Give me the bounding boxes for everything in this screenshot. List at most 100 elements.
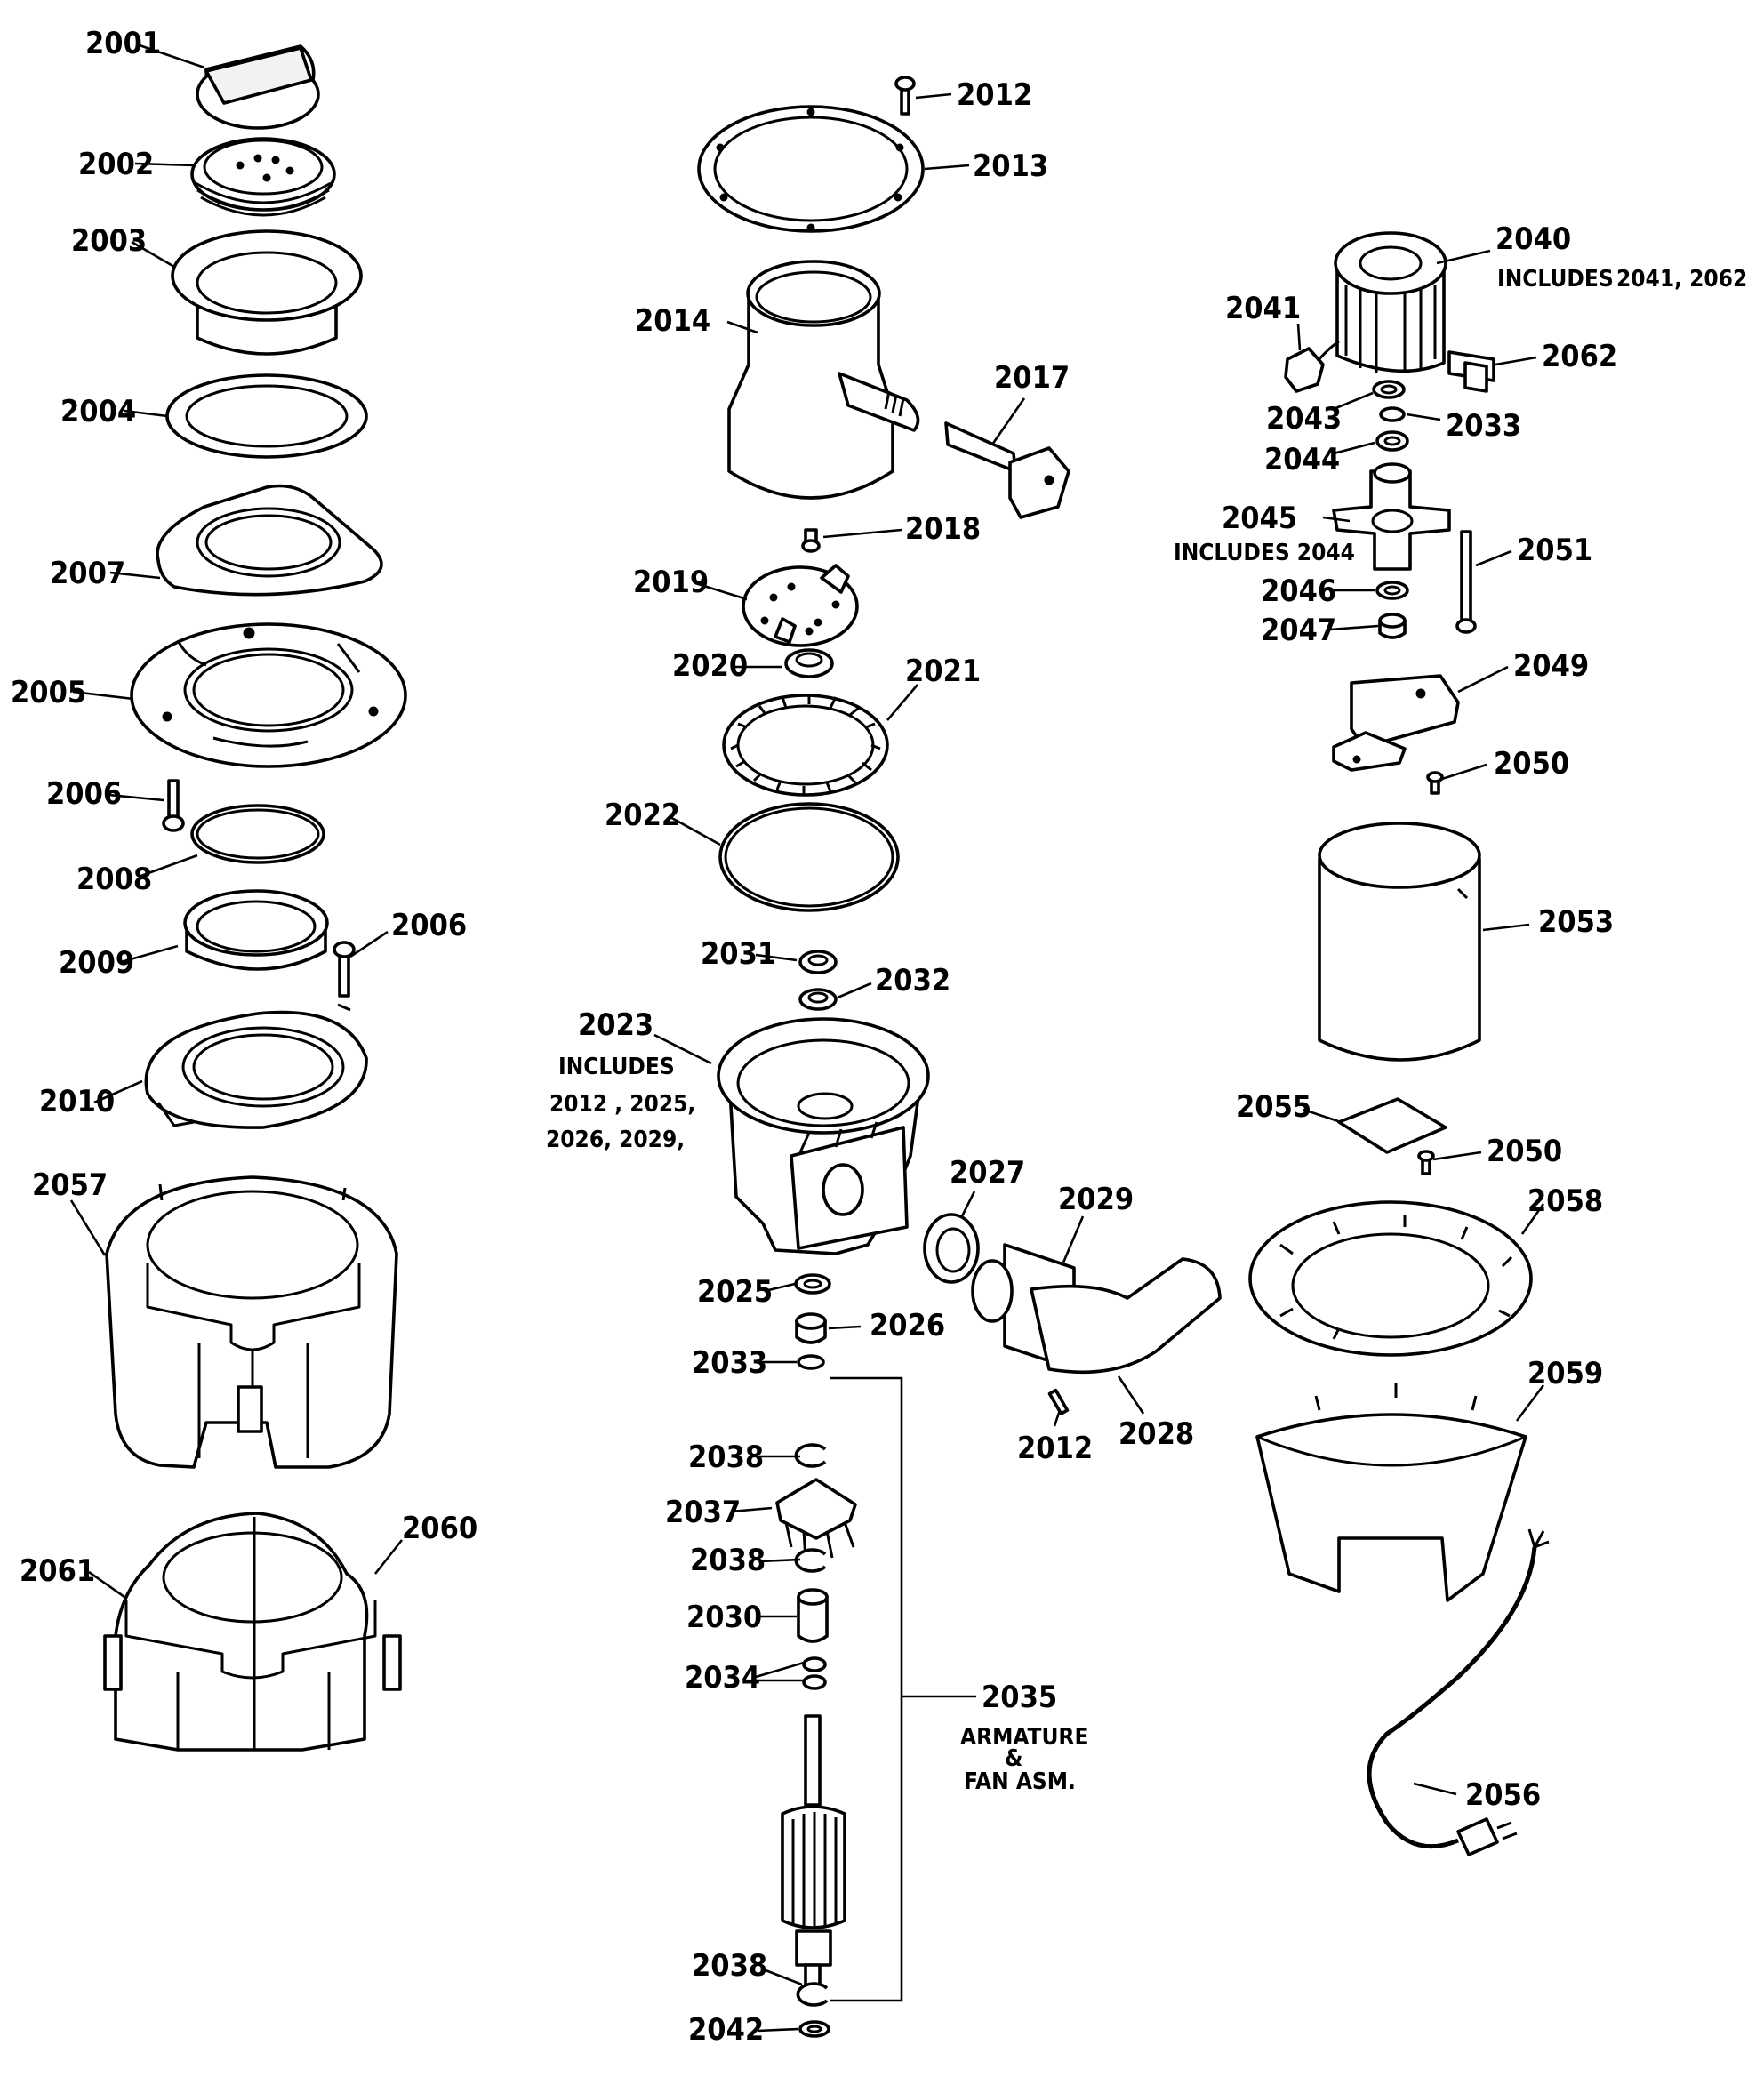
label-2038-b: 2038 xyxy=(690,1543,766,1578)
part-2026-bushing xyxy=(795,1312,827,1344)
label-2059: 2059 xyxy=(1527,1356,1603,1391)
part-2014-hopper xyxy=(727,260,920,500)
label-2033-b: 2033 xyxy=(1446,408,1521,444)
label-2012-a: 2012 xyxy=(957,77,1032,113)
part-2055-cover-plate xyxy=(1337,1097,1447,1154)
part-2012-screw-top xyxy=(894,76,916,116)
part-2007-backup-flange xyxy=(156,484,383,597)
part-2031-seal xyxy=(798,950,838,974)
part-2040-stator xyxy=(1334,231,1447,373)
part-2002-strainer xyxy=(190,137,336,217)
note-2035-amp: & xyxy=(1005,1745,1022,1772)
label-2047: 2047 xyxy=(1261,613,1336,648)
label-2055: 2055 xyxy=(1236,1089,1311,1125)
part-2010-mount-plate xyxy=(144,1003,368,1129)
part-2050-screw-a xyxy=(1426,771,1444,795)
label-2050-a: 2050 xyxy=(1494,746,1569,782)
label-2050-b: 2050 xyxy=(1487,1134,1562,1169)
label-2051: 2051 xyxy=(1517,533,1592,568)
part-2057-shell xyxy=(105,1175,398,1469)
leader-lines xyxy=(69,43,1545,2033)
label-2003: 2003 xyxy=(71,223,147,259)
label-2049: 2049 xyxy=(1513,648,1589,684)
label-2017: 2017 xyxy=(994,360,1070,396)
part-2046-washer xyxy=(1375,581,1409,600)
part-2033-washer-b xyxy=(1379,406,1406,422)
part-2044-bearing xyxy=(1375,430,1409,452)
label-2012-b: 2012 xyxy=(1017,1431,1093,1466)
note-2023-includes: INCLUDES xyxy=(558,1054,675,1080)
part-2003-sink-flange xyxy=(171,229,363,356)
label-2005: 2005 xyxy=(11,675,86,710)
part-2058-bottom-plate xyxy=(1248,1200,1533,1357)
part-2009-ring xyxy=(183,889,329,971)
label-2009: 2009 xyxy=(59,945,134,981)
part-2025-washer xyxy=(794,1273,831,1295)
label-2018: 2018 xyxy=(905,511,981,547)
part-2042-washer xyxy=(798,2020,830,2038)
part-2035-armature xyxy=(781,1714,846,1992)
part-2004-gasket xyxy=(165,373,368,459)
note-2040-list: 2041, 2062 xyxy=(1616,266,1747,293)
part-2041-switch xyxy=(1284,340,1340,393)
label-2019: 2019 xyxy=(633,565,709,600)
part-2050-screw-b xyxy=(1417,1150,1435,1175)
part-2049-switch-bracket xyxy=(1332,674,1460,772)
label-2004: 2004 xyxy=(60,394,136,429)
label-2038-a: 2038 xyxy=(688,1439,764,1475)
label-2025: 2025 xyxy=(697,1274,773,1310)
label-2027: 2027 xyxy=(950,1155,1025,1191)
label-2046: 2046 xyxy=(1261,573,1336,609)
part-2012-screw-bottom xyxy=(1047,1388,1070,1415)
part-2045-end-bracket xyxy=(1332,462,1451,571)
part-2038-clip-c xyxy=(796,1982,829,2007)
label-2023: 2023 xyxy=(578,1007,653,1043)
part-2022-gasket xyxy=(718,802,900,912)
label-2053: 2053 xyxy=(1538,904,1614,940)
label-2029: 2029 xyxy=(1058,1182,1134,1217)
label-2014: 2014 xyxy=(635,303,710,339)
part-2001-stopper xyxy=(196,44,320,130)
label-2056: 2056 xyxy=(1465,1777,1541,1813)
part-2061-2060-tall-mount xyxy=(103,1512,402,1752)
label-2021: 2021 xyxy=(905,654,981,689)
part-2023-housing xyxy=(717,1017,930,1255)
label-2038-c: 2038 xyxy=(692,1948,767,1984)
label-2006-b: 2006 xyxy=(391,908,467,943)
part-2008-snap-ring xyxy=(190,804,325,864)
note-2035-armature: ARMATURE xyxy=(960,1724,1088,1751)
label-2006-a: 2006 xyxy=(46,776,122,812)
label-2008: 2008 xyxy=(76,862,152,897)
part-2018-screw xyxy=(801,528,821,553)
label-2030: 2030 xyxy=(686,1600,762,1635)
label-2034: 2034 xyxy=(685,1660,760,1696)
part-2019-turntable xyxy=(742,564,859,647)
part-2032-bearing xyxy=(798,988,838,1011)
part-2037-fan xyxy=(775,1478,857,1560)
note-2045-includes: INCLUDES 2044 xyxy=(1174,540,1355,566)
part-2020-nut xyxy=(784,648,834,678)
label-2026: 2026 xyxy=(870,1308,945,1343)
label-2041: 2041 xyxy=(1225,291,1301,326)
part-2017-dishwasher-inlet xyxy=(944,421,1070,519)
part-2034-washers xyxy=(802,1656,827,1690)
part-2053-shell xyxy=(1318,822,1481,1062)
part-2033-washer-a xyxy=(797,1354,825,1370)
part-2047-bushing xyxy=(1378,613,1407,639)
part-labels: 2001 2002 2003 2004 2007 2005 2006 2008 … xyxy=(11,26,1747,2048)
label-2042: 2042 xyxy=(688,2012,764,2048)
label-2062: 2062 xyxy=(1542,339,1617,374)
label-2045: 2045 xyxy=(1222,501,1297,536)
label-2037: 2037 xyxy=(665,1495,741,1530)
label-2001: 2001 xyxy=(85,26,161,61)
label-2040: 2040 xyxy=(1495,221,1571,257)
part-2006-screw-b xyxy=(333,941,356,998)
label-2043: 2043 xyxy=(1266,401,1342,437)
label-2031: 2031 xyxy=(701,936,776,972)
part-2006-screw-a xyxy=(162,779,185,832)
label-2007: 2007 xyxy=(50,556,125,591)
note-2040-includes: INCLUDES xyxy=(1497,266,1614,293)
label-2010: 2010 xyxy=(39,1084,115,1119)
label-2002: 2002 xyxy=(78,147,154,182)
